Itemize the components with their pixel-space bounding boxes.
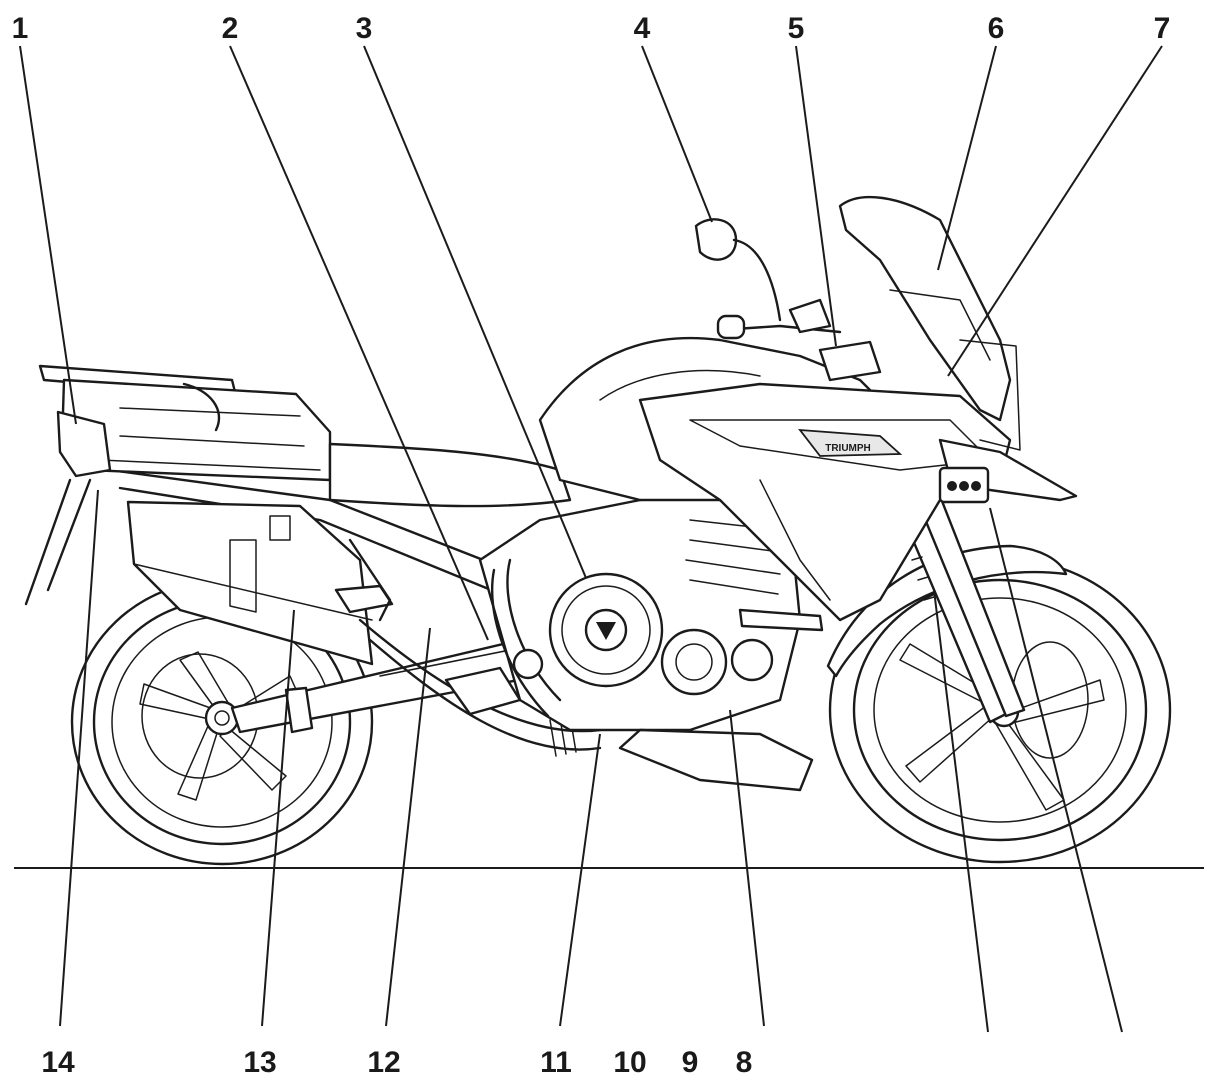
tail-assembly	[24, 410, 112, 606]
callout-7: 7	[1153, 12, 1171, 45]
callout-6: 6	[987, 12, 1005, 45]
callout-3: 3	[355, 12, 373, 45]
seat	[328, 442, 572, 508]
footpeg-rear	[444, 648, 544, 716]
rider-footrest	[738, 608, 824, 632]
callout-14: 14	[41, 1046, 75, 1079]
rear-brake-caliper	[284, 686, 314, 734]
handlebars	[716, 298, 882, 382]
callout-12: 12	[367, 1046, 401, 1079]
engine	[478, 488, 802, 732]
callout-1: 1	[11, 12, 29, 45]
tank-badge: TRIUMPH	[825, 443, 871, 454]
callout-9: 9	[681, 1046, 699, 1079]
callout-11: 11	[540, 1046, 572, 1079]
side-fairing: TRIUMPH	[638, 382, 1012, 622]
silencer	[126, 500, 374, 666]
callout-4: 4	[633, 12, 651, 45]
sump-guard	[618, 728, 814, 792]
windscreen	[838, 195, 1021, 451]
callout-13: 13	[243, 1046, 277, 1079]
callout-2: 2	[221, 12, 239, 45]
callout-8: 8	[735, 1046, 753, 1079]
callout-5: 5	[787, 12, 805, 45]
crash-bar	[490, 558, 562, 718]
callout-10: 10	[613, 1046, 647, 1079]
pillion-footpeg	[334, 538, 394, 622]
mirror	[694, 218, 782, 322]
auxiliary-light	[938, 466, 990, 504]
leader-lines	[19, 45, 1163, 1033]
